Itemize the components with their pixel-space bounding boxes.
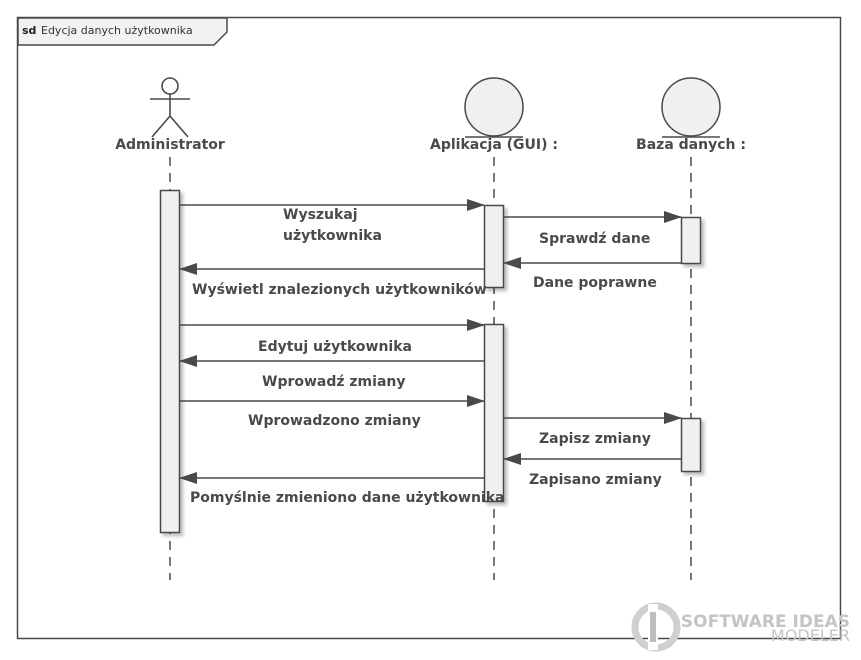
message-label-2: Sprawdź dane bbox=[539, 231, 650, 247]
message-label-7: Wprowadź zmiany bbox=[262, 374, 406, 390]
message-label-3: Dane poprawne bbox=[533, 275, 657, 291]
activation-admin bbox=[159, 189, 181, 534]
activation-db-2 bbox=[680, 417, 702, 473]
software-ideas-logo-icon bbox=[631, 602, 681, 652]
lifeline-label-db: Baza danych : bbox=[636, 137, 746, 153]
lifeline-label-gui: Aplikacja (GUI) : bbox=[430, 137, 558, 153]
message-label-1a: Wyszukaj bbox=[283, 207, 358, 223]
activation-gui-1 bbox=[483, 204, 505, 289]
frame-keyword: sd bbox=[22, 24, 36, 37]
message-label-4: Wyświetl znalezionych użytkowników bbox=[192, 282, 487, 298]
frame-tab bbox=[17, 17, 228, 46]
watermark-line1: SOFTWARE IDEAS bbox=[681, 612, 850, 632]
message-label-1b: użytkownika bbox=[283, 228, 382, 244]
lifeline-label-admin: Administrator bbox=[115, 137, 225, 153]
entity-db-icon bbox=[661, 77, 721, 138]
watermark-line2: MODELER bbox=[771, 626, 850, 645]
activation-db-1 bbox=[680, 216, 702, 265]
activation-gui-2 bbox=[483, 323, 505, 503]
actor-administrator-icon bbox=[150, 77, 190, 138]
boundary-gui-icon bbox=[464, 77, 524, 138]
message-label-10: Zapisano zmiany bbox=[529, 472, 662, 488]
message-label-6: Edytuj użytkownika bbox=[258, 339, 412, 355]
frame-title: Edycja danych użytkownika bbox=[41, 24, 193, 37]
message-label-11: Pomyślnie zmieniono dane użytkownika bbox=[190, 490, 504, 506]
message-label-8: Wprowadzono zmiany bbox=[248, 413, 421, 429]
message-label-9: Zapisz zmiany bbox=[539, 431, 651, 447]
